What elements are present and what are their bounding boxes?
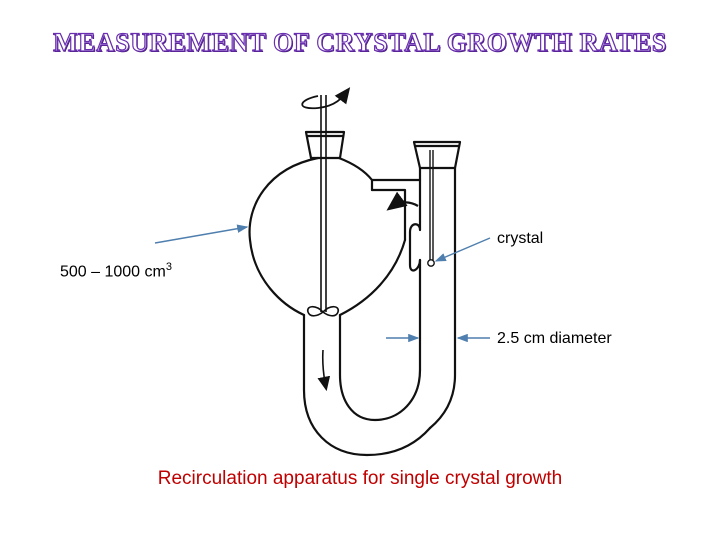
volume-pointer-arrow [154,224,249,244]
figure-caption: Recirculation apparatus for single cryst… [157,468,563,489]
right-column-inner [408,166,422,272]
flow-arrow-flask-icon [386,191,419,211]
volume-label-text: 500 – 1000 cm [60,263,166,281]
impeller [306,305,340,317]
u-tube-inner [338,313,422,422]
crystal-holder-rod [427,150,435,267]
crystal-pointer-arrow [434,237,491,262]
volume-label: 500 – 1000 cm3 [60,261,172,281]
stirrer [306,95,340,317]
u-tube-outer [302,313,432,457]
glass-vessel [248,130,462,457]
crystal-label: crystal [497,230,544,247]
round-flask [248,156,320,317]
right-column-outer [428,166,457,430]
crystal-seed [427,259,435,267]
diameter-label: 2.5 cm diameter [497,330,612,347]
column-stopper [412,140,462,170]
flask-lower-right [338,238,407,317]
flask-stopper [304,130,346,160]
slide-title: MEASUREMENT OF CRYSTAL GROWTH RATES [53,27,667,57]
flow-arrow-down-icon [317,349,331,392]
side-arm-bottom [370,188,407,242]
flask-right-wall [337,156,374,182]
volume-label-superscript: 3 [165,261,172,273]
rotation-arrow-icon [301,87,351,110]
